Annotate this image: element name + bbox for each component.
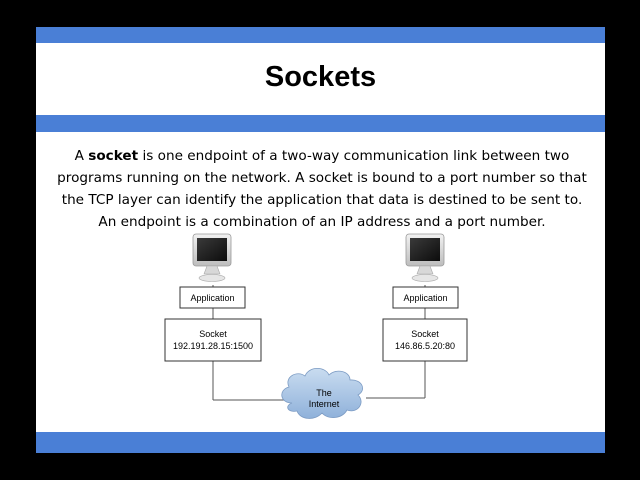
paragraph-post: is one endpoint of a two-way communicati…	[57, 148, 587, 230]
footer-bar	[36, 432, 605, 453]
left-socket-address: 192.191.28.15:1500	[173, 341, 253, 351]
computer-icon	[405, 233, 445, 282]
right-socket-box: Socket 146.86.5.20:80	[382, 318, 468, 362]
cloud-label-line1: The	[316, 388, 332, 398]
computer-icon	[192, 233, 232, 282]
left-application-box: Application	[179, 286, 246, 309]
slide-title: Sockets	[264, 61, 377, 93]
right-socket-label: Socket	[411, 329, 439, 339]
right-socket-address: 146.86.5.20:80	[395, 341, 455, 351]
left-socket-box: Socket 192.191.28.15:1500	[164, 318, 262, 362]
paragraph-bold-term: socket	[88, 148, 139, 164]
cloud-label-line2: Internet	[309, 399, 340, 409]
left-socket-label: Socket	[199, 329, 227, 339]
header-top-bar	[36, 27, 605, 43]
left-application-label: Application	[190, 293, 234, 303]
cloud-icon: The Internet	[281, 367, 363, 419]
right-application-box: Application	[392, 286, 459, 309]
header-bottom-bar	[36, 115, 605, 132]
right-application-label: Application	[403, 293, 447, 303]
paragraph-pre: A	[74, 148, 89, 164]
slide-paragraph: A socket is one endpoint of a two-way co…	[52, 145, 592, 233]
